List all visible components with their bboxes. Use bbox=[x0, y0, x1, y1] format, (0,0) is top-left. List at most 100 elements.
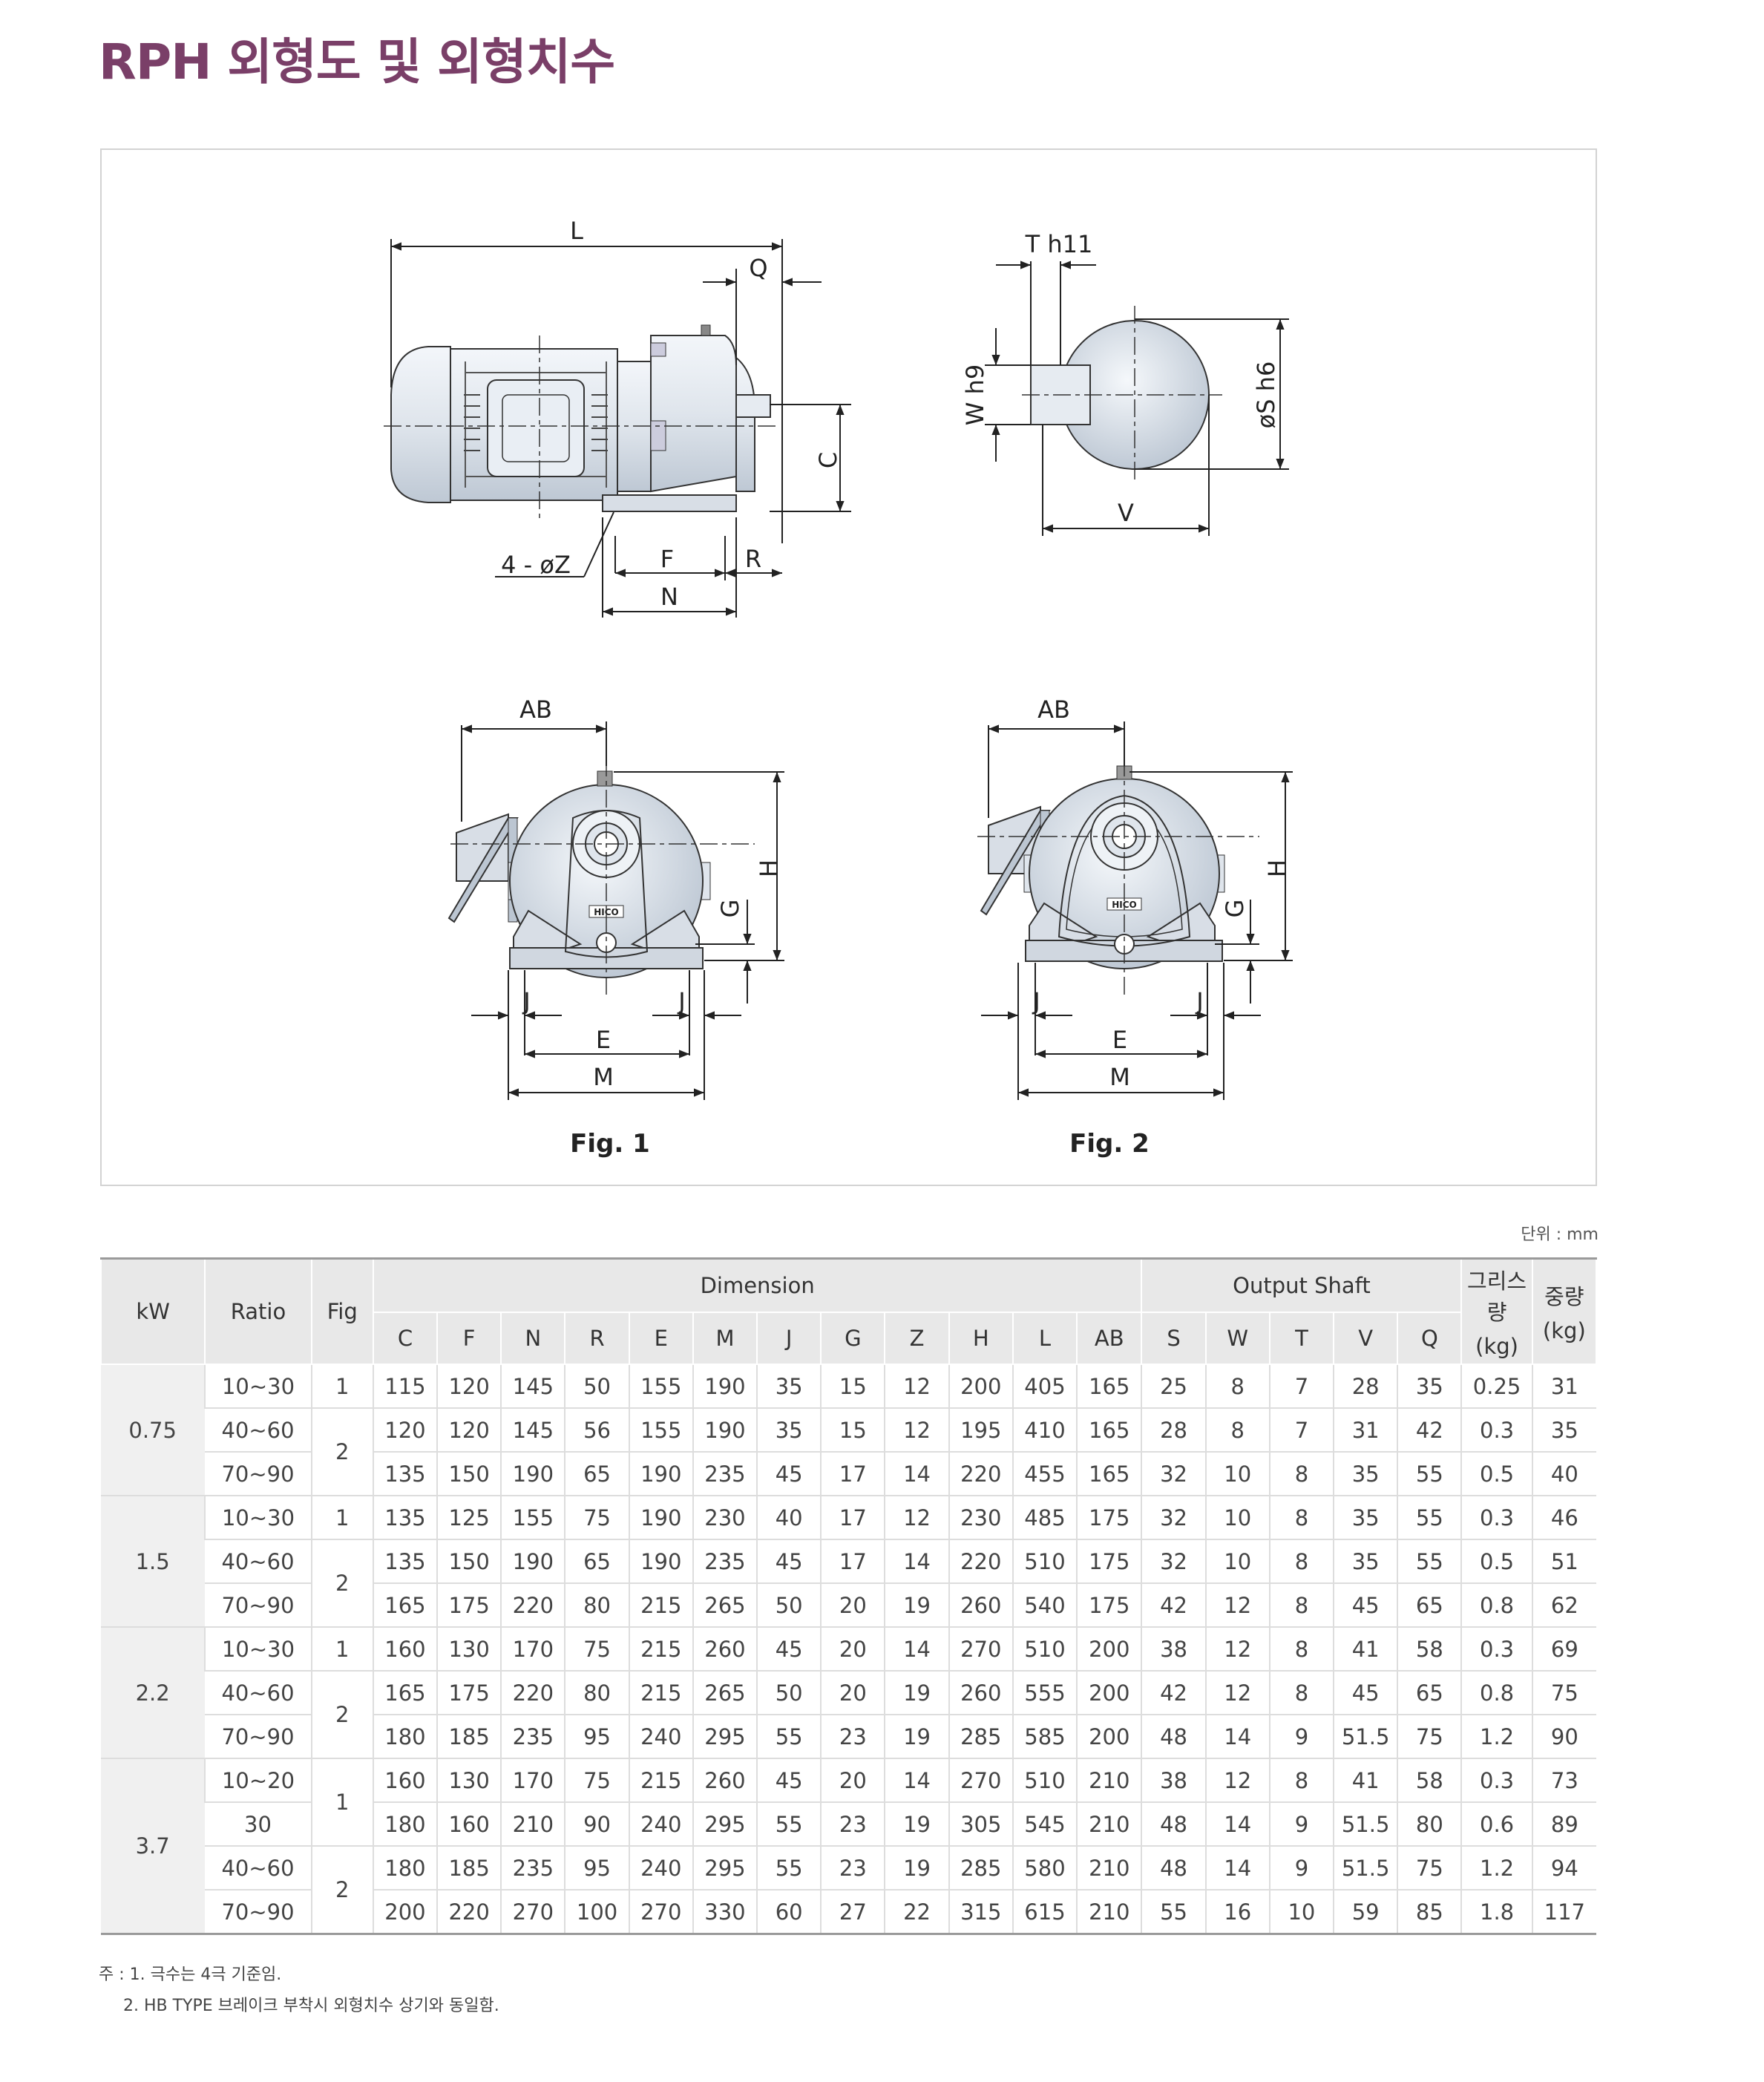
cell-value: 35 bbox=[1333, 1496, 1398, 1540]
cell-value: 235 bbox=[692, 1452, 758, 1496]
cell-value: 7 bbox=[1268, 1364, 1334, 1409]
cell-value: 42 bbox=[1141, 1671, 1206, 1715]
cell-value: 0.5 bbox=[1460, 1452, 1532, 1496]
cell-value: 210 bbox=[1076, 1846, 1142, 1891]
cell-value: 145 bbox=[500, 1364, 565, 1409]
cell-value: 10 bbox=[1204, 1452, 1270, 1496]
cell-value: 22 bbox=[884, 1890, 949, 1935]
cell-value: 9 bbox=[1268, 1802, 1334, 1847]
cell-value: 65 bbox=[564, 1539, 629, 1584]
header-col-v: V bbox=[1333, 1312, 1399, 1365]
cell-value: 265 bbox=[692, 1671, 758, 1715]
dimension-drawings: L Q C F R N 4 - øZ T h11 W h9 øS h6 V bbox=[384, 217, 1293, 1159]
fig2-dim-H: H bbox=[1263, 860, 1291, 877]
fig1-dim-AB: AB bbox=[519, 695, 552, 724]
cell-value: 135 bbox=[372, 1452, 438, 1496]
cell-value: 25 bbox=[1141, 1364, 1206, 1409]
cell-value: 12 bbox=[1204, 1758, 1270, 1803]
header-col-w: W bbox=[1204, 1312, 1270, 1365]
cell-value: 14 bbox=[884, 1452, 949, 1496]
cell-value: 15 bbox=[820, 1408, 885, 1453]
dim-label-Q: Q bbox=[749, 254, 767, 282]
cell-value: 55 bbox=[1397, 1496, 1462, 1540]
cell-value: 200 bbox=[1076, 1671, 1142, 1715]
cell-value: 35 bbox=[1333, 1452, 1398, 1496]
cell-value: 10 bbox=[1204, 1539, 1270, 1584]
dim-label-S: øS h6 bbox=[1252, 361, 1280, 429]
fig1-caption: Fig. 1 bbox=[570, 1129, 650, 1159]
footnote-2: 2. HB TYPE 브레이크 부착시 외형치수 상기와 동일함. bbox=[123, 1997, 499, 2015]
header-col-s: S bbox=[1141, 1312, 1207, 1365]
cell-value: 0.3 bbox=[1460, 1627, 1532, 1672]
cell-value: 55 bbox=[1397, 1452, 1462, 1496]
cell-value: 14 bbox=[1204, 1846, 1270, 1891]
cell-value: 14 bbox=[884, 1758, 949, 1803]
cell-value: 32 bbox=[1141, 1452, 1206, 1496]
cell-value: 40 bbox=[1531, 1452, 1596, 1496]
cell-kw: 0.75 bbox=[101, 1364, 206, 1496]
cell-value: 260 bbox=[692, 1758, 758, 1803]
cell-ratio: 70~90 bbox=[205, 1890, 312, 1935]
cell-value: 10 bbox=[1268, 1890, 1334, 1935]
cell-value: 190 bbox=[692, 1364, 758, 1409]
cell-value: 8 bbox=[1268, 1758, 1334, 1803]
cell-value: 62 bbox=[1531, 1583, 1596, 1628]
cell-value: 31 bbox=[1531, 1364, 1596, 1409]
cell-value: 8 bbox=[1268, 1627, 1334, 1672]
cell-value: 235 bbox=[500, 1846, 565, 1891]
cell-value: 41 bbox=[1333, 1758, 1398, 1803]
cell-value: 0.3 bbox=[1460, 1496, 1532, 1540]
side-view-dimension-lines bbox=[390, 239, 851, 618]
cell-value: 65 bbox=[1397, 1671, 1462, 1715]
cell-value: 14 bbox=[1204, 1802, 1270, 1847]
cell-value: 215 bbox=[628, 1627, 693, 1672]
cell-value: 14 bbox=[884, 1539, 949, 1584]
cell-value: 160 bbox=[372, 1627, 438, 1672]
cell-value: 73 bbox=[1531, 1758, 1596, 1803]
page-title: RPH 외형도 및 외형치수 bbox=[99, 33, 615, 91]
cell-value: 170 bbox=[500, 1758, 565, 1803]
cell-value: 10 bbox=[1204, 1496, 1270, 1540]
cell-value: 210 bbox=[500, 1802, 565, 1847]
header-kw: kW bbox=[99, 1257, 206, 1365]
header-col-j: J bbox=[756, 1312, 822, 1365]
header-col-n: N bbox=[500, 1312, 566, 1365]
cell-value: 17 bbox=[820, 1539, 885, 1584]
cell-value: 75 bbox=[1397, 1715, 1462, 1759]
cell-value: 7 bbox=[1268, 1408, 1334, 1453]
cell-value: 8 bbox=[1268, 1583, 1334, 1628]
cell-value: 265 bbox=[692, 1583, 758, 1628]
cell-value: 100 bbox=[564, 1890, 629, 1935]
cell-value: 235 bbox=[500, 1715, 565, 1759]
cell-fig: 1 bbox=[310, 1496, 373, 1540]
cell-ratio: 70~90 bbox=[205, 1715, 312, 1759]
fig2-brand-plate: HICO bbox=[1112, 900, 1137, 910]
cell-kw: 3.7 bbox=[101, 1758, 206, 1935]
fig1-brand-plate: HICO bbox=[594, 907, 619, 917]
cell-value: 285 bbox=[948, 1715, 1013, 1759]
cell-value: 27 bbox=[820, 1890, 885, 1935]
cell-value: 405 bbox=[1011, 1364, 1078, 1409]
cell-value: 55 bbox=[1397, 1539, 1462, 1584]
cell-value: 20 bbox=[820, 1583, 885, 1628]
cell-value: 175 bbox=[436, 1671, 502, 1715]
fig1-dim-M: M bbox=[593, 1063, 614, 1091]
cell-value: 165 bbox=[372, 1671, 438, 1715]
cell-value: 190 bbox=[500, 1452, 565, 1496]
cell-fig: 2 bbox=[310, 1539, 373, 1628]
cell-value: 51.5 bbox=[1333, 1715, 1398, 1759]
cell-value: 51.5 bbox=[1333, 1846, 1398, 1891]
cell-value: 215 bbox=[628, 1583, 693, 1628]
cell-value: 35 bbox=[756, 1364, 822, 1409]
cell-value: 20 bbox=[820, 1758, 885, 1803]
cell-value: 19 bbox=[884, 1715, 949, 1759]
header-output-shaft: Output Shaft bbox=[1141, 1257, 1463, 1313]
cell-value: 35 bbox=[1397, 1364, 1462, 1409]
fig2-dim-J-left: J bbox=[1032, 987, 1040, 1015]
cell-value: 0.25 bbox=[1460, 1364, 1532, 1409]
cell-ratio: 40~60 bbox=[205, 1408, 312, 1453]
cell-value: 14 bbox=[884, 1627, 949, 1672]
